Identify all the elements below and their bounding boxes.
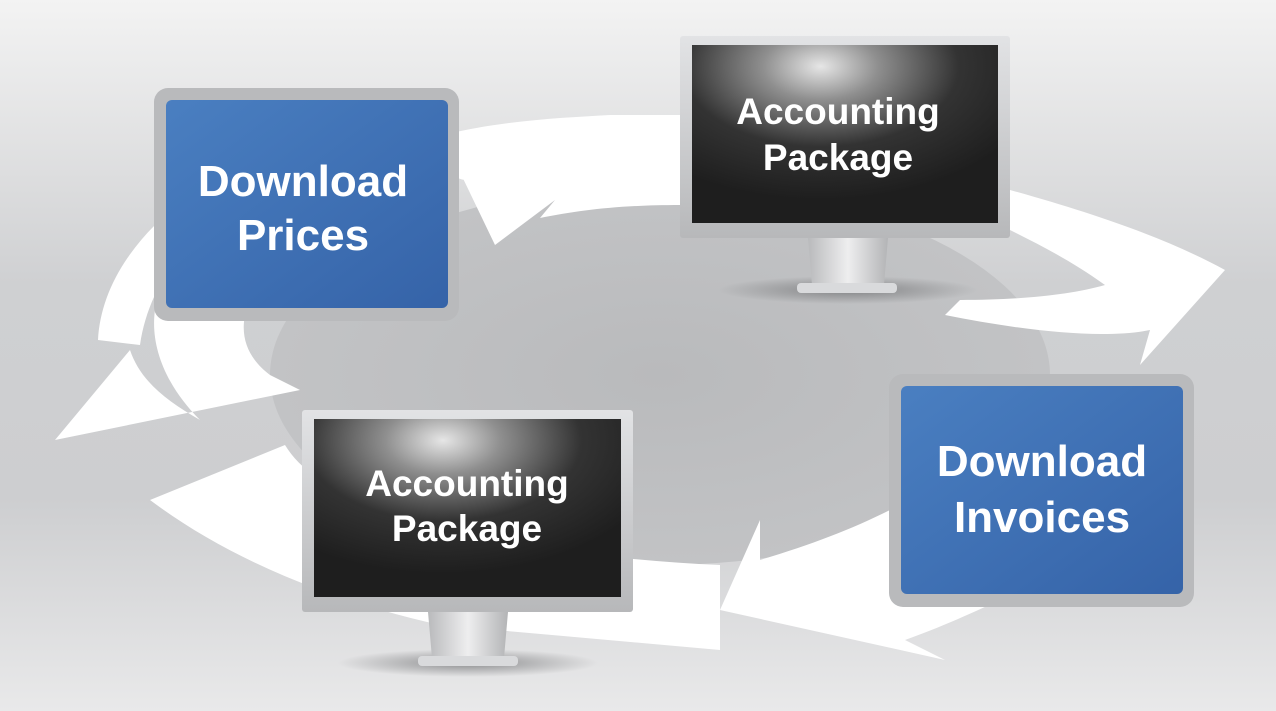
accounting-package-top-monitor: Accounting Package [680,36,1010,304]
download-invoices-node: Download Invoices [889,374,1194,607]
download-invoices-line1: Download [937,437,1147,486]
download-prices-line2: Prices [237,211,369,260]
monitor-base [418,656,518,666]
accounting-bottom-line1: Accounting [365,463,568,504]
download-invoices-line2: Invoices [954,493,1130,542]
arrow-top [430,115,680,245]
arrow-right [945,190,1225,365]
monitor-stand [428,612,508,658]
accounting-top-line1: Accounting [736,91,939,132]
monitor-screen [314,419,621,597]
accounting-bottom-line2: Package [392,508,542,549]
monitor-stand [808,238,888,285]
monitor-base [797,283,897,293]
accounting-package-bottom-monitor: Accounting Package [302,410,633,677]
accounting-top-line2: Package [763,137,913,178]
arrow-bottom [720,510,1040,660]
monitor-screen [692,45,998,223]
arrow-left [55,310,300,440]
download-prices-node: Download Prices [154,88,459,321]
download-prices-line1: Download [198,157,408,206]
